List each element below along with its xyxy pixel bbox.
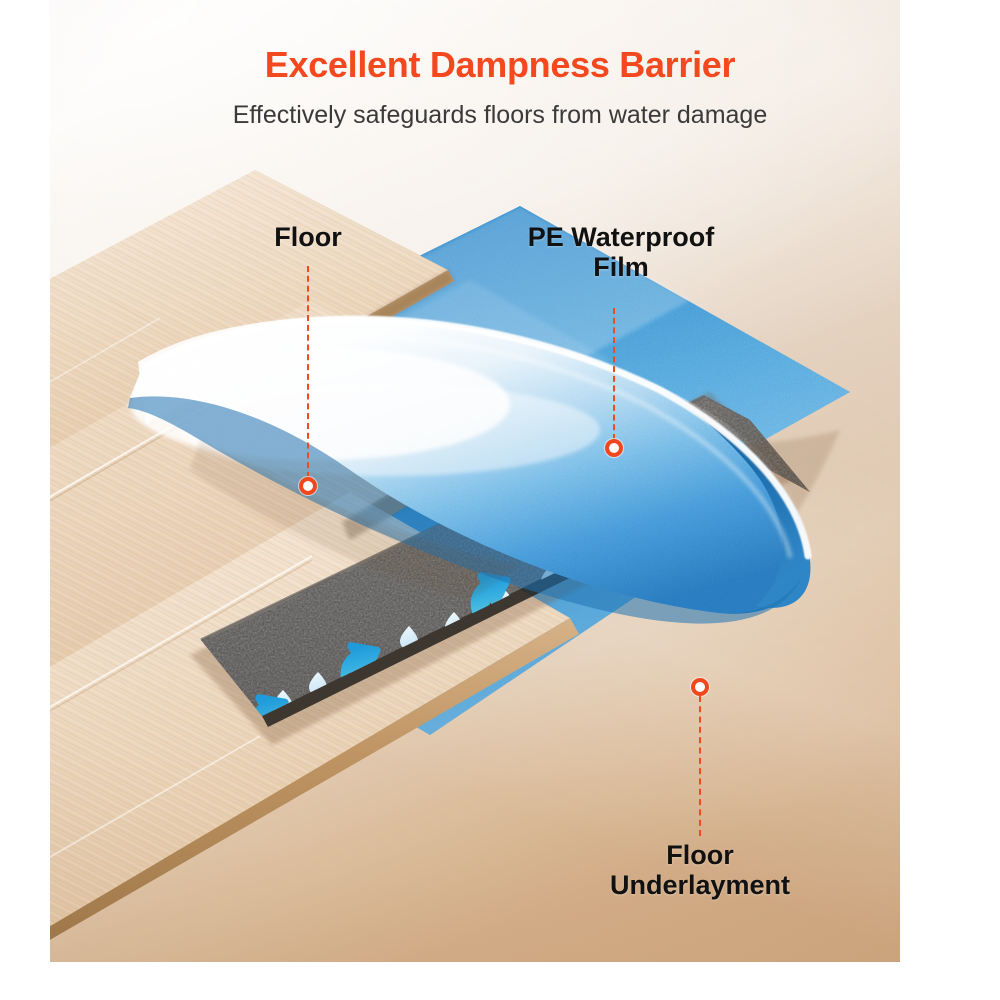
page-title: Excellent Dampness Barrier xyxy=(264,44,736,85)
product-scene xyxy=(50,0,900,962)
layer-stack-illustration xyxy=(50,170,850,940)
marker-floor[interactable] xyxy=(299,477,317,495)
page-subtitle: Effectively safeguards floors from water… xyxy=(232,101,768,129)
leader-line-pe-film xyxy=(613,308,615,440)
leader-line-floor xyxy=(307,266,309,478)
callout-label-pe-film: PE Waterproof Film xyxy=(527,222,715,283)
marker-pe-film[interactable] xyxy=(605,439,623,457)
pe-waterproof-film-curl xyxy=(128,315,840,624)
marker-underlayment[interactable] xyxy=(691,678,709,696)
callout-label-underlayment: Floor Underlayment xyxy=(609,840,791,901)
leader-line-underlayment xyxy=(699,696,701,836)
callout-label-floor: Floor xyxy=(274,222,342,252)
